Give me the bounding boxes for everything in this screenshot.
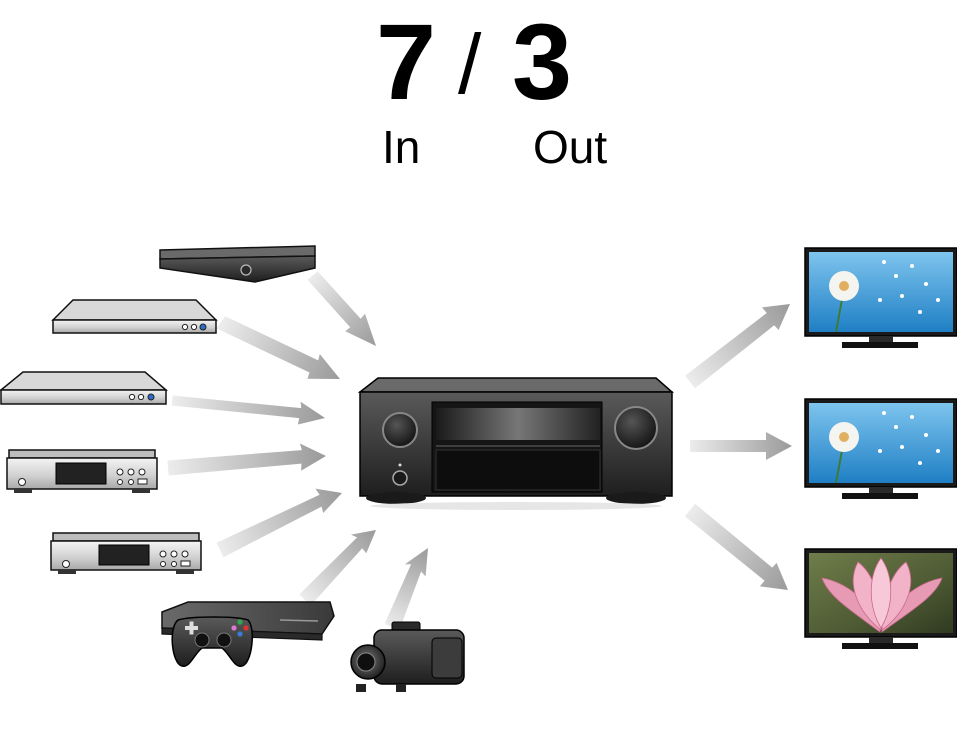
arrow-input-3 [171,395,325,425]
inputs-count: 7 [376,1,437,122]
camcorder-icon [350,621,465,692]
arrow-input-1 [307,271,376,346]
av-receiver-icon [357,377,674,510]
tv-lotus-icon [804,548,957,649]
arrow-input-2 [216,316,340,379]
arrow-input-6 [299,530,376,606]
media-player-icon [50,532,202,574]
bluray-player-icon [51,299,218,334]
output-arrows [684,304,792,590]
arrow-input-5 [216,488,342,558]
tv-dandelion-icon [804,247,957,348]
arrow-output-2 [690,432,792,460]
outputs-count: 3 [512,1,573,122]
arrow-input-7 [384,548,428,631]
dvd-player-icon [0,371,169,405]
arrow-input-4 [167,443,326,476]
arrow-output-1 [685,304,790,389]
outputs-label: Out [533,121,608,173]
arrow-output-3 [684,503,788,590]
game-console-icon [161,601,335,667]
inputs-label: In [382,121,421,173]
cd-player-icon [6,449,158,493]
input-arrows [167,271,428,631]
tv-dandelion-icon [804,398,957,499]
separator: / [458,17,482,111]
streaming-box-icon [159,245,316,283]
